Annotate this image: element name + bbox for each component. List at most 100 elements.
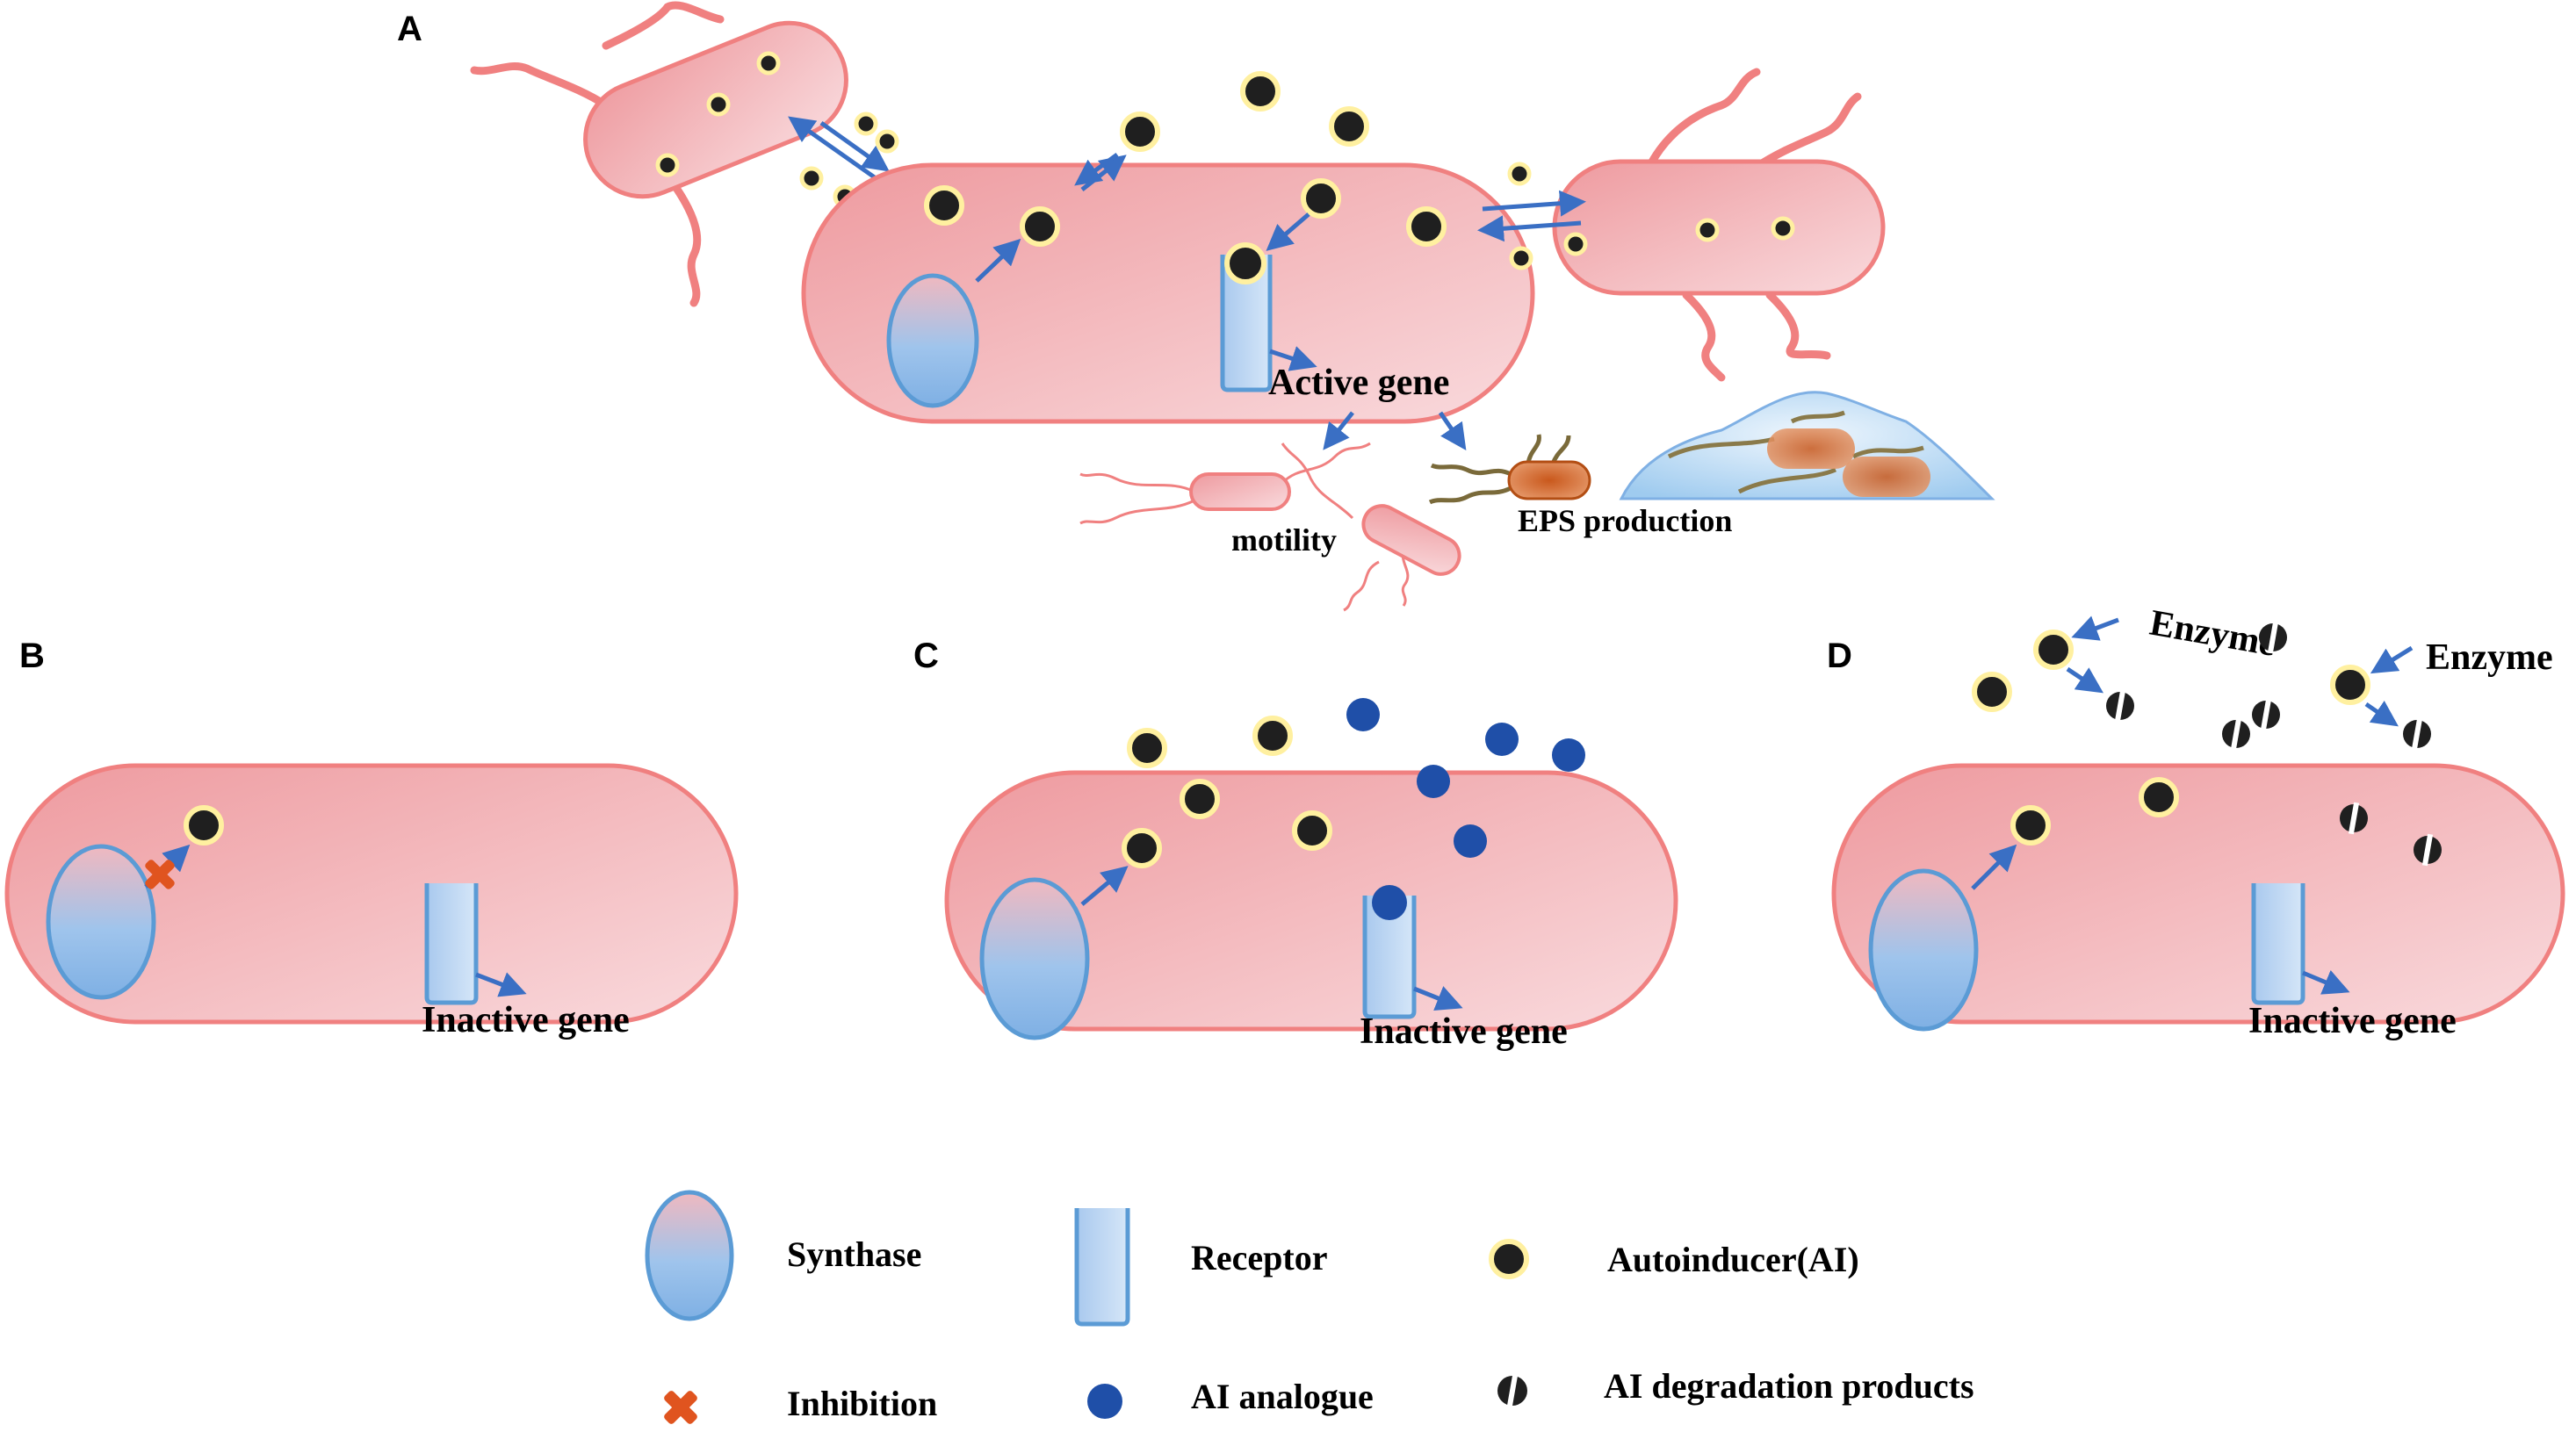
synthesis-arrow: [1971, 844, 2017, 890]
autoinducer-dot: [706, 92, 731, 117]
synthase-c: [979, 877, 1090, 1040]
autoinducer-dot: [1120, 112, 1160, 152]
active-gene-label: Active gene: [1268, 363, 1449, 403]
binding-arrow: [1266, 212, 1310, 251]
synthase-d: [1868, 868, 1979, 1032]
synthesis-arrow: [1080, 866, 1129, 906]
eps-strand: [1851, 445, 1924, 459]
receptor-d: [2251, 883, 2305, 1005]
eps-illustration: EPS production: [1428, 434, 1732, 538]
legend-analogue-icon: [1087, 1384, 1122, 1419]
legend-analogue-label: AI analogue: [1191, 1377, 1374, 1416]
autoinducer-dot: [655, 153, 680, 177]
inactive-gene-label-b: Inactive gene: [422, 1000, 630, 1040]
autoinducer-dot: [1180, 779, 1220, 819]
receptor-b: [424, 883, 479, 1005]
eps-cell: [1507, 460, 1591, 500]
autoinducer-dot: [2033, 630, 2074, 670]
gene-arrow: [475, 972, 527, 997]
autoinducer-dot: [854, 112, 878, 136]
ai-analogue-dot: [1485, 723, 1519, 756]
autoinducer-dot: [1122, 828, 1162, 868]
panel-c: C Inactive gene: [913, 637, 1678, 1052]
legend-synthase-label: Synthase: [787, 1234, 921, 1274]
neighbor-bacterium-right: [1552, 68, 1886, 382]
motile-cell: [1361, 504, 1461, 576]
panel-d-letter: D: [1827, 637, 1852, 675]
autoinducer-dot: [1329, 106, 1369, 147]
ai-analogue-dot: [1552, 738, 1585, 772]
eps-strand: [1550, 435, 1571, 465]
autoinducer-dot: [1292, 810, 1332, 851]
degradation-product: [2340, 802, 2368, 835]
autoinducer-dot: [2330, 665, 2370, 705]
degradation-product: [2403, 717, 2431, 751]
flagellum: [1079, 499, 1195, 525]
flagellum: [663, 171, 702, 307]
enzyme-label-1: Enzyme: [2147, 603, 2278, 665]
motile-cell: [1189, 472, 1291, 511]
ai-analogue-dot: [1346, 698, 1380, 731]
enzyme-label-2: Enzyme: [2426, 637, 2553, 678]
legend: Synthase Receptor Autoinducer(AI) Inhibi…: [645, 1190, 1974, 1424]
autoinducer-dot: [1695, 218, 1720, 242]
legend-inhibition-label: Inhibition: [787, 1384, 937, 1423]
legend-degradation-icon: [1497, 1374, 1527, 1407]
receptor-c: [1362, 896, 1417, 1019]
autoinducer-dot: [2010, 805, 2051, 846]
enzyme-arrow: [2370, 645, 2414, 674]
flagellum: [470, 61, 610, 110]
gene-arrow: [2302, 969, 2350, 995]
autoinducer-dot: [1252, 716, 1293, 756]
autoinducer-dot: [875, 129, 899, 154]
legend-autoinducer-icon: [1489, 1239, 1529, 1279]
eps-strand: [1667, 436, 1775, 459]
receptor: [1220, 255, 1273, 392]
flagellum: [1682, 291, 1726, 382]
synthesis-arrow: [975, 238, 1021, 283]
autoinducer-dot: [799, 166, 824, 191]
synthase-b: [46, 844, 156, 1000]
degradation-product: [2106, 689, 2134, 723]
eps-strand: [1526, 434, 1541, 464]
panel-a: A Active gene: [397, 1, 1995, 612]
autoinducer-dot: [1301, 178, 1341, 219]
autoinducer-dot: [1127, 728, 1167, 768]
ai-analogue-bound: [1372, 885, 1407, 920]
flagellum: [602, 1, 725, 50]
synthase: [886, 273, 979, 408]
autoinducer-dot: [1563, 232, 1588, 256]
autoinducer-bound: [1224, 242, 1266, 284]
autoinducer-dot: [1406, 206, 1447, 247]
panel-a-letter: A: [397, 10, 422, 48]
autoinducer-dot: [1972, 672, 2012, 712]
degradation-arrow: [2066, 666, 2103, 694]
flagellum: [1281, 443, 1354, 520]
degradation-product: [2414, 833, 2442, 867]
eps-strand: [1428, 486, 1512, 505]
autoinducer-dot: [1771, 216, 1795, 241]
flagellum: [1343, 560, 1380, 612]
autoinducer-dot: [756, 51, 781, 76]
legend-degradation-label: AI degradation products: [1604, 1366, 1974, 1406]
flagellum: [1647, 68, 1761, 168]
legend-receptor-label: Receptor: [1191, 1238, 1327, 1277]
biofilm-cell: [1843, 457, 1930, 497]
autoinducer-dot: [1507, 162, 1532, 186]
legend-synthase-icon: [645, 1190, 734, 1321]
inactive-gene-label-c: Inactive gene: [1360, 1011, 1568, 1052]
gene-arrow: [1269, 346, 1317, 371]
eps-production-label: EPS production: [1518, 503, 1732, 538]
degradation-arrow: [2364, 701, 2399, 727]
exchange-arrow: [1482, 190, 1586, 217]
enzyme-arrow: [2071, 615, 2119, 641]
biofilm-illustration: [1619, 391, 1995, 500]
biofilm-cell: [1767, 428, 1855, 469]
flagellum: [1765, 291, 1831, 360]
degradation-product: [2222, 717, 2250, 751]
inactive-gene-label-d: Inactive gene: [2248, 1001, 2457, 1041]
exchange-arrow: [1074, 152, 1119, 186]
gene-arrow: [1413, 986, 1463, 1011]
degradation-product: [2252, 698, 2280, 731]
exchange-arrow: [1477, 215, 1582, 242]
